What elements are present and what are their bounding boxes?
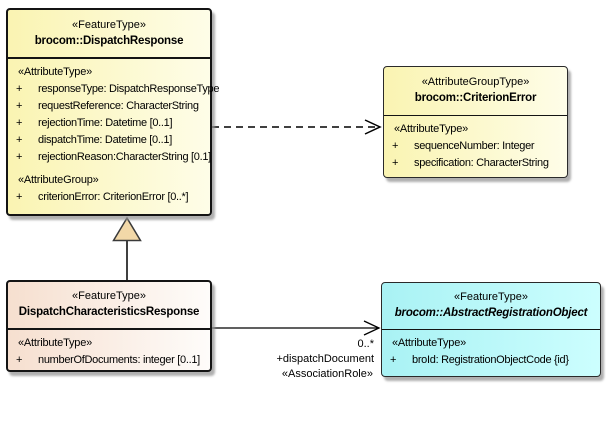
attribute-row: + numberOfDocuments: integer [0..1] (8, 352, 208, 369)
attribute-row: + specification: CharacterString (384, 155, 565, 172)
class-brocom-criterionerror[interactable]: «AttributeGroupType» brocom::CriterionEr… (383, 66, 568, 178)
class-header: «FeatureType» brocom::AbstractRegistrati… (382, 283, 600, 330)
visibility-marker: + (16, 83, 23, 95)
attribute-row: + rejectionReason:CharacterString [0.1] (8, 149, 211, 166)
attribute-row: + broId: RegistrationObjectCode {id} (382, 352, 598, 369)
class-name: DispatchCharacteristicsResponse (18, 306, 200, 318)
class-stereotype: «FeatureType» (454, 291, 528, 303)
class-stereotype: «FeatureType» (72, 18, 146, 31)
attribute-text: criterionError: CriterionError [0..*] (38, 191, 189, 203)
attribute-compartment: «AttributeType» + sequenceNumber: Intege… (384, 116, 567, 172)
visibility-marker: + (16, 134, 23, 146)
dependency-arrow[interactable] (212, 119, 382, 135)
visibility-marker: + (16, 191, 23, 203)
attribute-compartment: «AttributeType» + responseType: Dispatch… (8, 59, 220, 206)
section-header: «AttributeType» (394, 123, 469, 135)
class-brocom-dispatchresponse[interactable]: «FeatureType» brocom::DispatchResponse «… (6, 8, 220, 216)
generalization-arrow[interactable] (112, 216, 142, 280)
class-name: brocom::AbstractRegistrationObject (394, 307, 588, 319)
visibility-marker: + (16, 100, 23, 112)
attribute-text: sequenceNumber: Integer (414, 140, 535, 152)
section-header: «AttributeType» (392, 337, 467, 349)
visibility-marker: + (16, 117, 23, 129)
attribute-row: + rejectionTime: Datetime [0..1] (8, 115, 208, 132)
class-name: brocom::DispatchResponse (34, 34, 184, 47)
class-name: brocom::CriterionError (414, 92, 537, 104)
attribute-compartment: «AttributeType» + numberOfDocuments: int… (8, 330, 210, 369)
attribute-row: + dispatchTime: Datetime [0..1] (8, 132, 208, 149)
attribute-text: requestReference: CharacterString (38, 100, 199, 112)
attribute-row: + responseType: DispatchResponseType (8, 81, 220, 98)
attribute-text: rejectionReason:CharacterString [0.1] (38, 151, 211, 163)
attribute-row: + criterionError: CriterionError [0..*] (8, 189, 208, 206)
visibility-marker: + (392, 157, 399, 169)
attribute-text: responseType: DispatchResponseType (38, 83, 220, 95)
attribute-text: numberOfDocuments: integer [0..1] (38, 354, 200, 366)
section-header: «AttributeGroup» (18, 174, 99, 186)
association-multiplicity: 0..* (357, 338, 374, 350)
class-dispatchcharacteristicsresponse[interactable]: «FeatureType» DispatchCharacteristicsRes… (6, 280, 212, 372)
association-stereotype: «AssociationRole» (281, 368, 373, 380)
section-header: «AttributeType» (18, 66, 93, 78)
visibility-marker: + (16, 354, 23, 366)
class-header: «AttributeGroupType» brocom::CriterionEr… (384, 67, 567, 116)
class-header: «FeatureType» brocom::DispatchResponse (8, 10, 210, 59)
association-line[interactable] (212, 320, 381, 336)
attribute-row: + requestReference: CharacterString (8, 98, 208, 115)
association-role-name: +dispatchDocument (276, 353, 374, 365)
attribute-row: + sequenceNumber: Integer (384, 138, 565, 155)
attribute-text: dispatchTime: Datetime [0..1] (38, 134, 172, 146)
class-header: «FeatureType» DispatchCharacteristicsRes… (8, 282, 210, 330)
visibility-marker: + (392, 140, 399, 152)
section-header: «AttributeType» (18, 337, 93, 349)
class-stereotype: «FeatureType» (72, 290, 146, 302)
attribute-text: specification: CharacterString (414, 157, 549, 169)
class-stereotype: «AttributeGroupType» (421, 76, 530, 88)
visibility-marker: + (390, 354, 397, 366)
class-brocom-abstractregistrationobject[interactable]: «FeatureType» brocom::AbstractRegistrati… (381, 282, 601, 377)
visibility-marker: + (16, 151, 23, 163)
attribute-text: broId: RegistrationObjectCode {id} (412, 354, 569, 366)
attribute-compartment: «AttributeType» + broId: RegistrationObj… (382, 330, 600, 369)
attribute-text: rejectionTime: Datetime [0..1] (38, 117, 173, 129)
